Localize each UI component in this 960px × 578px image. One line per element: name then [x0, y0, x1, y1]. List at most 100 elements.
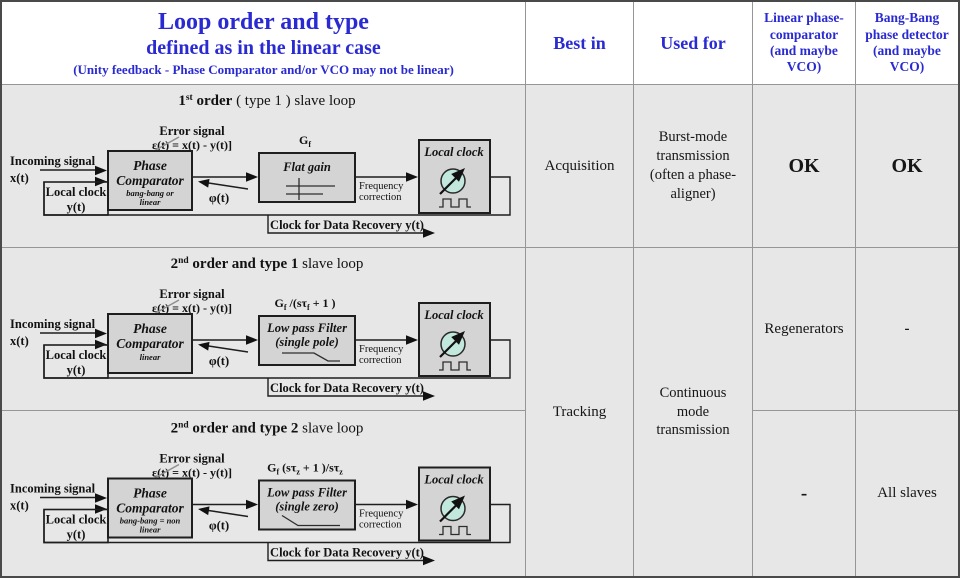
- vco-label: Local clock: [423, 473, 484, 487]
- header-loop-column: Loop order and type defined as in the li…: [2, 2, 526, 85]
- data-recovery-arrow: [267, 215, 435, 238]
- frequency-correction-arrow: [355, 172, 418, 182]
- phi-label: φ(t): [209, 191, 229, 205]
- feedback-y-label: y(t): [67, 363, 86, 377]
- vco-label: Local clock: [423, 145, 484, 159]
- square-wave-icon: [439, 525, 471, 536]
- incoming-signal-label: Incoming signal: [10, 154, 96, 168]
- bang-bang-row2: -: [856, 248, 958, 411]
- loop-title: 1st order ( type 1 ) slave loop: [178, 93, 355, 109]
- header-title-line3: (Unity feedback - Phase Comparator and/o…: [73, 62, 454, 78]
- vco-clock-icon: [439, 495, 471, 536]
- header-linear-phase-comparator: Linear phase- comparator (and maybe VCO): [753, 2, 856, 85]
- phase-comparator-line1: Phase: [133, 321, 167, 336]
- loop-title: 2nd order and type 1 slave loop: [171, 256, 364, 272]
- filter-name2: (single pole): [275, 335, 339, 349]
- diagram-second-order-type2: 2nd order and type 2 slave loop Error si…: [10, 421, 511, 566]
- gain-formula: Gf /(sτf + 1 ): [274, 296, 335, 312]
- phase-comparator-line1: Phase: [133, 486, 167, 501]
- header-title-line2: defined as in the linear case: [146, 36, 381, 59]
- incoming-signal-x: x(t): [10, 499, 29, 513]
- gain-formula: Gf (sτz + 1 )/sτz: [267, 461, 343, 477]
- feedback-local-clock-label: Local clock: [46, 185, 107, 199]
- bang-bang-row1: OK: [856, 85, 958, 248]
- filter-name1: Low pass Filter: [266, 486, 347, 500]
- phase-comparator-line2: Comparator: [116, 336, 184, 351]
- incoming-arrow: [40, 493, 107, 514]
- frequency-correction-line2: correction: [359, 520, 402, 531]
- header-best-in: Best in: [526, 2, 634, 85]
- phase-comparator-box: [107, 313, 193, 374]
- filter-box: [258, 479, 356, 531]
- phase-comparator-sub1: bang-bang = non: [120, 516, 181, 526]
- linear-pc-row1: OK: [753, 85, 856, 248]
- best-in-tracking: Tracking: [526, 248, 634, 576]
- best-in-acquisition: Acquisition: [526, 85, 634, 248]
- data-recovery-label: Clock for Data Recovery y(t): [270, 381, 424, 395]
- phi-arrow: [198, 178, 249, 190]
- single-pole-response-glyph: [282, 352, 340, 362]
- phi-label: φ(t): [209, 519, 229, 533]
- feedback-y-label: y(t): [67, 200, 86, 214]
- feedback-local-clock-label: Local clock: [46, 513, 107, 527]
- phase-comparator-sub1: linear: [140, 352, 161, 362]
- data-recovery-label: Clock for Data Recovery y(t): [270, 218, 424, 232]
- incoming-signal-label: Incoming signal: [10, 317, 96, 331]
- error-signal-label: Error signal: [159, 287, 225, 301]
- error-signal-label: Error signal: [159, 124, 225, 138]
- incoming-signal-label: Incoming signal: [10, 482, 96, 496]
- frequency-correction-line2: correction: [359, 355, 402, 366]
- used-for-burst-mode: Burst-mode transmission (often a phase- …: [634, 85, 753, 248]
- filter-name1: Low pass Filter: [266, 321, 347, 335]
- filter-name1: Flat gain: [282, 160, 331, 174]
- data-recovery-arrow: [267, 378, 435, 401]
- incoming-arrow: [40, 328, 107, 350]
- data-recovery-arrow: [267, 542, 435, 566]
- square-wave-icon: [439, 198, 471, 208]
- filter-box: [258, 315, 356, 366]
- comparator-output-arrow: [192, 335, 258, 345]
- frequency-correction-arrow: [355, 499, 418, 510]
- diagram-cell-second-order-type2: 2nd order and type 2 slave loop Error si…: [2, 411, 526, 576]
- phi-label: φ(t): [209, 354, 229, 368]
- frequency-correction-line1: Frequency: [359, 509, 404, 520]
- incoming-signal-x: x(t): [10, 334, 29, 348]
- header-bang-bang-detector: Bang-Bang phase detector (and maybe VCO): [856, 2, 958, 85]
- error-signal-label: Error signal: [159, 452, 225, 466]
- phase-comparator-sub1: bang-bang or: [126, 188, 174, 198]
- phase-comparator-sub2: linear: [140, 197, 161, 207]
- incoming-arrow: [40, 165, 107, 187]
- loop-title: 2nd order and type 2 slave loop: [171, 421, 364, 437]
- square-wave-icon: [439, 361, 471, 371]
- bang-bang-row3: All slaves: [856, 411, 958, 576]
- comparator-output-arrow: [192, 499, 258, 510]
- feedback-path: [43, 503, 511, 544]
- frequency-correction-arrow: [355, 335, 418, 345]
- diagram-cell-second-order-type1: 2nd order and type 1 slave loop Error si…: [2, 248, 526, 411]
- header-title-line1: Loop order and type: [158, 9, 369, 36]
- data-recovery-label: Clock for Data Recovery y(t): [270, 546, 424, 560]
- single-zero-response-glyph: [281, 514, 340, 527]
- flat-gain-response-glyph: [286, 178, 335, 200]
- phi-arrow: [198, 506, 249, 518]
- vco-clock-icon: [439, 168, 471, 208]
- feedback-path: [43, 176, 511, 216]
- feedback-y-label: y(t): [67, 528, 86, 542]
- diagram-first-order: 1st order ( type 1 ) slave loop Error si…: [10, 93, 511, 238]
- gain-formula: Gf: [299, 133, 311, 149]
- phase-comparator-line1: Phase: [133, 158, 167, 173]
- used-for-continuous: Continuous mode transmission: [634, 248, 753, 576]
- incoming-signal-x: x(t): [10, 171, 29, 185]
- phase-comparator-box: [107, 150, 193, 211]
- feedback-local-clock-label: Local clock: [46, 348, 107, 362]
- comparator-output-arrow: [192, 172, 258, 182]
- phase-comparator-box: [107, 477, 193, 539]
- phase-comparator-line2: Comparator: [116, 173, 184, 188]
- frequency-correction-line1: Frequency: [359, 181, 404, 192]
- phase-comparator-sub2: linear: [140, 525, 161, 535]
- diagram-second-order-type1: 2nd order and type 1 slave loop Error si…: [10, 256, 511, 401]
- linear-pc-row2: Regenerators: [753, 248, 856, 411]
- vco-label: Local clock: [423, 308, 484, 322]
- frequency-correction-line1: Frequency: [359, 344, 404, 355]
